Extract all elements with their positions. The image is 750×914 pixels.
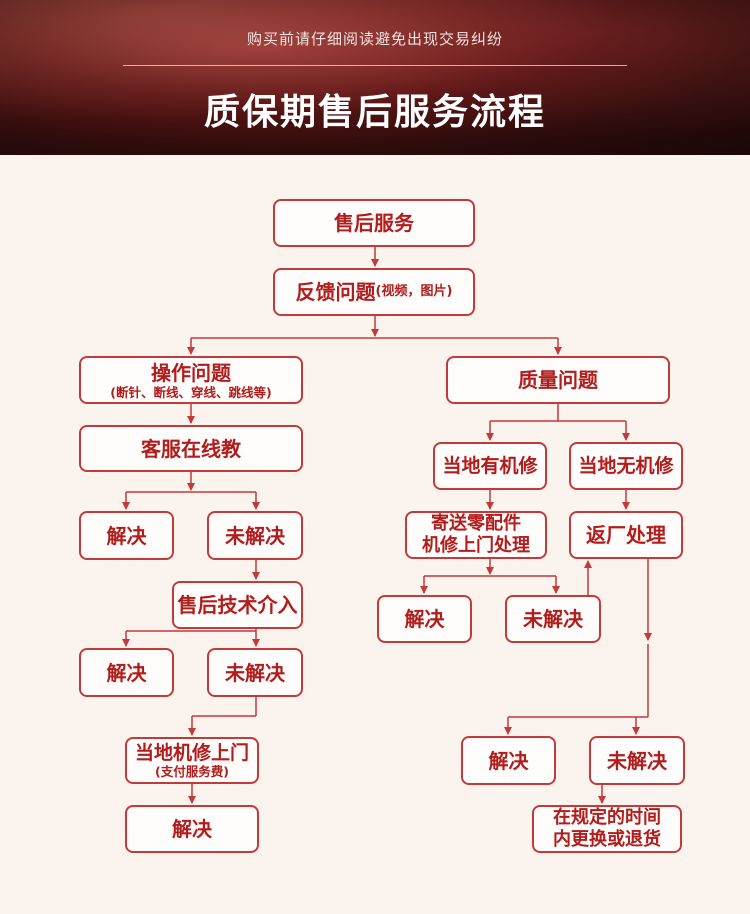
node-solved-5-label: 解决 xyxy=(488,748,529,773)
node-operation-issue-label: 操作问题 xyxy=(151,360,231,385)
node-quality-issue: 质量问题 xyxy=(446,356,670,404)
node-unsolved-4: 未解决 xyxy=(505,595,601,643)
node-solved-3: 解决 xyxy=(125,805,259,853)
node-tech-intervention: 售后技术介入 xyxy=(172,581,303,629)
node-feedback: 反馈问题(视频，图片) xyxy=(273,268,475,316)
node-unsolved-5-label: 未解决 xyxy=(607,748,667,773)
node-local-onsite: 当地机修上门 (支付服务费) xyxy=(125,737,259,784)
node-solved-4: 解决 xyxy=(377,595,472,643)
node-feedback-label: 反馈问题 xyxy=(295,280,376,304)
node-online-guidance: 客服在线教 xyxy=(79,425,303,472)
node-unsolved-1-label: 未解决 xyxy=(225,523,285,548)
node-return-factory: 返厂处理 xyxy=(569,511,683,559)
node-solved-5: 解决 xyxy=(461,736,556,785)
node-replace-line1: 在规定的时间 xyxy=(553,807,661,829)
node-no-local-repair-label: 当地无机修 xyxy=(578,454,674,477)
node-solved-4-label: 解决 xyxy=(404,607,445,631)
node-has-local-repair-label: 当地有机修 xyxy=(442,454,538,477)
node-tech-intervention-label: 售后技术介入 xyxy=(177,593,298,617)
node-solved-2-label: 解决 xyxy=(106,660,147,685)
node-return-factory-label: 返厂处理 xyxy=(586,523,666,547)
node-unsolved-5: 未解决 xyxy=(589,736,685,785)
node-after-sales-label: 售后服务 xyxy=(334,211,414,235)
header-divider xyxy=(123,65,627,66)
node-send-parts-line2: 机修上门处理 xyxy=(422,535,530,556)
node-replace-return: 在规定的时间 内更换或退货 xyxy=(532,805,682,853)
node-solved-1: 解决 xyxy=(79,511,174,560)
node-unsolved-2-label: 未解决 xyxy=(225,660,285,685)
node-solved-3-label: 解决 xyxy=(172,817,212,841)
node-online-guidance-label: 客服在线教 xyxy=(141,436,241,461)
node-no-local-repair: 当地无机修 xyxy=(569,442,683,490)
node-solved-1-label: 解决 xyxy=(106,523,147,548)
node-local-onsite-label: 当地机修上门 xyxy=(134,741,249,764)
header-banner: 购买前请仔细阅读避免出现交易纠纷 质保期售后服务流程 xyxy=(0,0,750,155)
node-after-sales: 售后服务 xyxy=(273,199,475,247)
node-local-onsite-note: (支付服务费) xyxy=(155,764,229,780)
node-has-local-repair: 当地有机修 xyxy=(433,442,547,490)
node-solved-2: 解决 xyxy=(79,648,174,697)
node-operation-issue-note: (断针、断线、穿线、跳线等) xyxy=(110,384,272,400)
node-quality-issue-label: 质量问题 xyxy=(518,368,598,392)
node-send-parts-line1: 寄送零配件 xyxy=(431,513,521,535)
page-title: 质保期售后服务流程 xyxy=(203,92,546,133)
node-unsolved-1: 未解决 xyxy=(207,511,303,560)
banner-glow xyxy=(0,0,750,155)
node-unsolved-2: 未解决 xyxy=(207,648,303,697)
node-feedback-note: (视频，图片) xyxy=(375,284,453,300)
node-operation-issue: 操作问题 (断针、断线、穿线、跳线等) xyxy=(79,356,303,404)
node-replace-line2: 内更换或退货 xyxy=(553,829,661,850)
header-subtitle: 购买前请仔细阅读避免出现交易纠纷 xyxy=(246,30,503,48)
node-send-parts: 寄送零配件 机修上门处理 xyxy=(405,511,547,559)
node-unsolved-4-label: 未解决 xyxy=(523,607,583,631)
